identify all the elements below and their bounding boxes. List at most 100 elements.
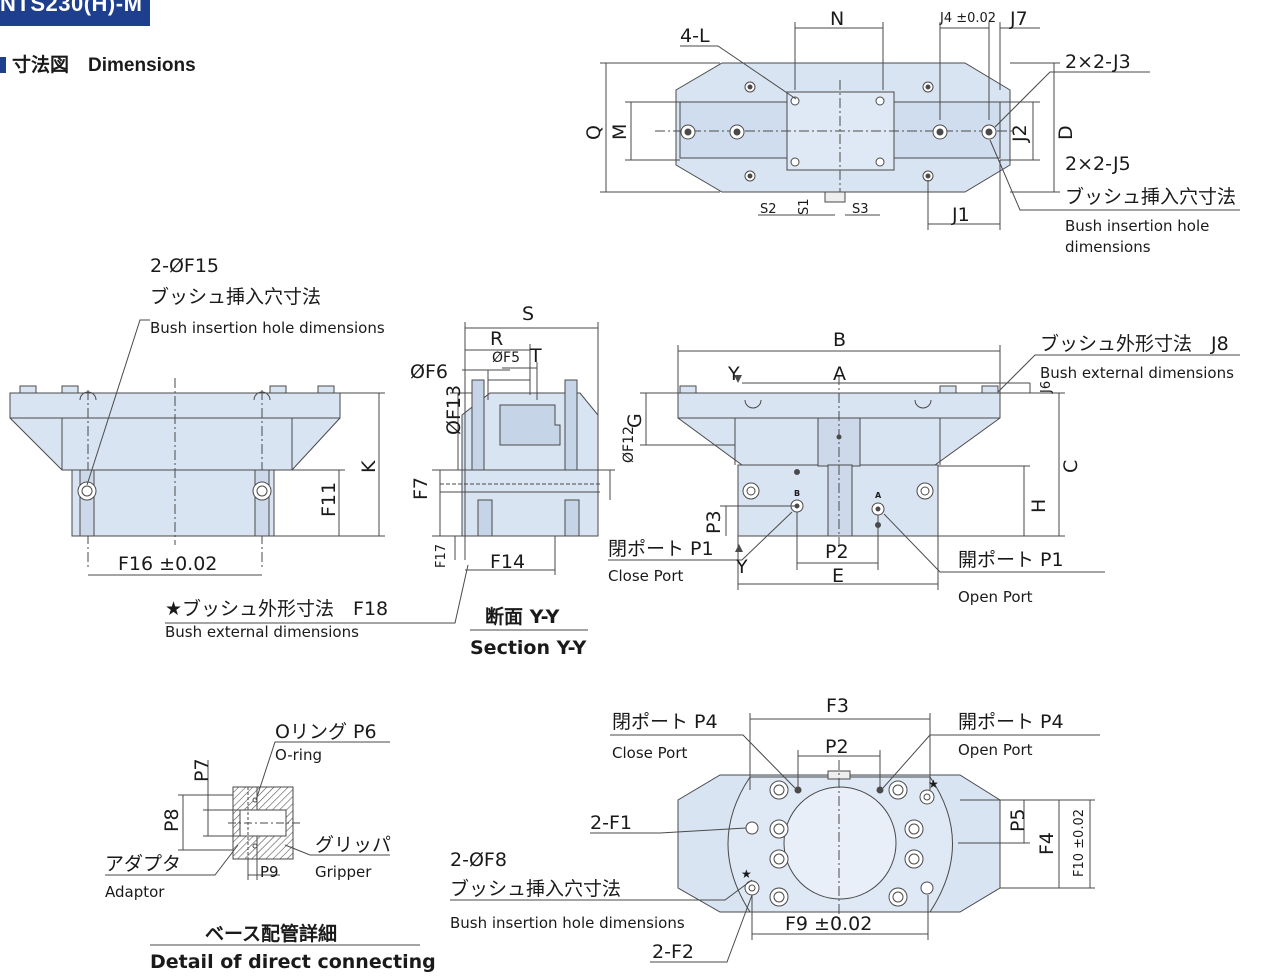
section-view — [432, 322, 615, 631]
top-view — [600, 22, 1240, 230]
dim-p5: P5 — [1007, 808, 1029, 832]
dim-s1: S1 — [797, 198, 812, 215]
dim-a: A — [833, 363, 846, 385]
open-p4: 開ポート P4 — [958, 711, 1064, 733]
dim-f5: ØF5 — [492, 350, 520, 366]
dim-f12: ØF12 — [621, 426, 637, 463]
dim-p3: P3 — [703, 510, 725, 534]
dim-j1: J1 — [951, 204, 970, 226]
dim-f17: F17 — [434, 544, 449, 568]
j5-en2: dimensions — [1065, 238, 1151, 256]
j5-en1: Bush insertion hole — [1065, 217, 1209, 235]
piping-detail — [105, 741, 420, 946]
f8-en: Bush insertion hole dimensions — [450, 914, 685, 932]
dim-f14: F14 — [490, 551, 525, 573]
gripper-en: Gripper — [315, 863, 372, 881]
dim-4l: 4-L — [680, 25, 710, 47]
close-p4: 閉ポート P4 — [612, 711, 718, 733]
model-header: NTS230(H)-M — [0, 0, 151, 26]
dim-f13: ØF13 — [443, 385, 465, 435]
dim-f4: F4 — [1036, 832, 1058, 855]
dim-f15: 2-ØF15 — [150, 255, 219, 277]
close-port-en: Close Port — [608, 567, 683, 585]
dim-p7: P7 — [191, 758, 213, 782]
dim-c: C — [1060, 460, 1082, 473]
port-a-mark: A — [875, 491, 882, 500]
oring-jp: Oリング P6 — [275, 721, 377, 743]
piping-title-jp: ベース配管詳細 — [205, 922, 337, 945]
front-view-labels: 2-ØF15 ブッシュ挿入穴寸法 Bush insertion hole dim… — [118, 255, 388, 641]
dim-f8: 2-ØF8 — [450, 849, 507, 871]
dim-f9: F9 ±0.02 — [785, 913, 872, 935]
gripper-jp: グリッパ — [315, 834, 391, 856]
close-p1: 閉ポート P1 — [608, 538, 714, 560]
dim-d: D — [1055, 125, 1077, 140]
dim-y-top: Y — [727, 363, 740, 385]
dim-j6: J6 — [1039, 381, 1054, 394]
dim-s3: S3 — [852, 202, 869, 217]
dim-s2: S2 — [760, 202, 777, 217]
dim-j3: 2×2-J3 — [1065, 51, 1131, 73]
piping-detail-labels: Oリング P6 O-ring P7 P8 グリッパ Gripper アダプタ A… — [105, 721, 436, 973]
dim-p2: P2 — [825, 541, 849, 563]
dim-t: T — [529, 345, 542, 367]
dim-f10: F10 ±0.02 — [1072, 809, 1087, 877]
adaptor-jp: アダプタ — [105, 853, 181, 875]
f18-en: Bush external dimensions — [165, 623, 359, 641]
dim-e: E — [832, 565, 844, 587]
dim-j2: J2 — [1009, 124, 1031, 143]
dim-k: K — [358, 460, 380, 473]
dim-p9: P9 — [260, 863, 279, 881]
center-bore — [783, 786, 897, 900]
dim-f7: F7 — [410, 477, 432, 500]
dim-j4: J4 ±0.02 — [939, 11, 996, 26]
section-title: 寸法図 Dimensions — [0, 50, 196, 77]
dim-f3: F3 — [826, 695, 849, 717]
section-title-en: Section Y-Y — [470, 637, 587, 659]
open-p1: 開ポート P1 — [958, 549, 1064, 571]
port-b-mark: B — [794, 489, 800, 498]
dim-j5: 2×2-J5 — [1065, 153, 1131, 175]
j8-jp: ブッシュ外形寸法 J8 — [1040, 332, 1229, 355]
close-port-en-bottom: Close Port — [612, 744, 687, 762]
bottom-view-labels: 閉ポート P4 Close Port F3 開ポート P4 Open Port … — [450, 695, 1087, 963]
f15-jp: ブッシュ挿入穴寸法 — [150, 285, 321, 308]
dim-j7: J7 — [1009, 8, 1028, 30]
top-holes — [680, 81, 997, 182]
side-view — [608, 345, 1240, 590]
square-bullet-icon — [0, 57, 6, 73]
j5-jp: ブッシュ挿入穴寸法 — [1065, 185, 1236, 208]
section-title-jp: 断面 Y-Y — [485, 605, 560, 628]
dim-f11: F11 — [318, 482, 340, 517]
bottom-view — [450, 713, 1100, 963]
side-view-labels: B ブッシュ外形寸法 J8 Bush external dimensions Y… — [608, 329, 1234, 606]
oring-en: O-ring — [275, 746, 322, 764]
j8-en: Bush external dimensions — [1040, 364, 1234, 382]
open-port-en: Open Port — [958, 588, 1033, 606]
f8-jp: ブッシュ挿入穴寸法 — [450, 877, 621, 900]
f18-jp: ★ブッシュ外形寸法 F18 — [165, 597, 388, 620]
front-view — [9, 319, 469, 624]
front-base — [71, 469, 275, 537]
dim-f6: ØF6 — [410, 361, 448, 383]
dim-p2-bottom: P2 — [825, 736, 849, 758]
dim-h: H — [1028, 499, 1050, 513]
adaptor-en: Adaptor — [105, 883, 165, 901]
top-view-labels: N J4 ±0.02 J7 4-L 2×2-J3 Q M J2 D 2×2-J5… — [583, 8, 1236, 256]
dim-m: M — [609, 124, 631, 140]
f15-en: Bush insertion hole dimensions — [150, 319, 385, 337]
dim-n: N — [830, 8, 844, 30]
section-title-text: 寸法図 Dimensions — [12, 55, 196, 76]
piping-title-en: Detail of direct connecting — [150, 951, 436, 973]
dim-y-bottom: Y — [735, 556, 748, 578]
dim-q: Q — [583, 125, 605, 140]
star-icon: ★ — [928, 777, 939, 791]
dim-f1: 2-F1 — [590, 812, 632, 834]
dim-r: R — [490, 328, 503, 350]
section-view-labels: S R ØF6 ØF5 T ØF13 ØF12 F7 F17 F14 断面 Y-… — [410, 303, 637, 659]
dim-p8: P8 — [161, 808, 183, 832]
star-icon-2: ★ — [741, 867, 752, 881]
dim-b: B — [833, 329, 846, 351]
model-name: NTS230(H)-M — [0, 0, 143, 16]
